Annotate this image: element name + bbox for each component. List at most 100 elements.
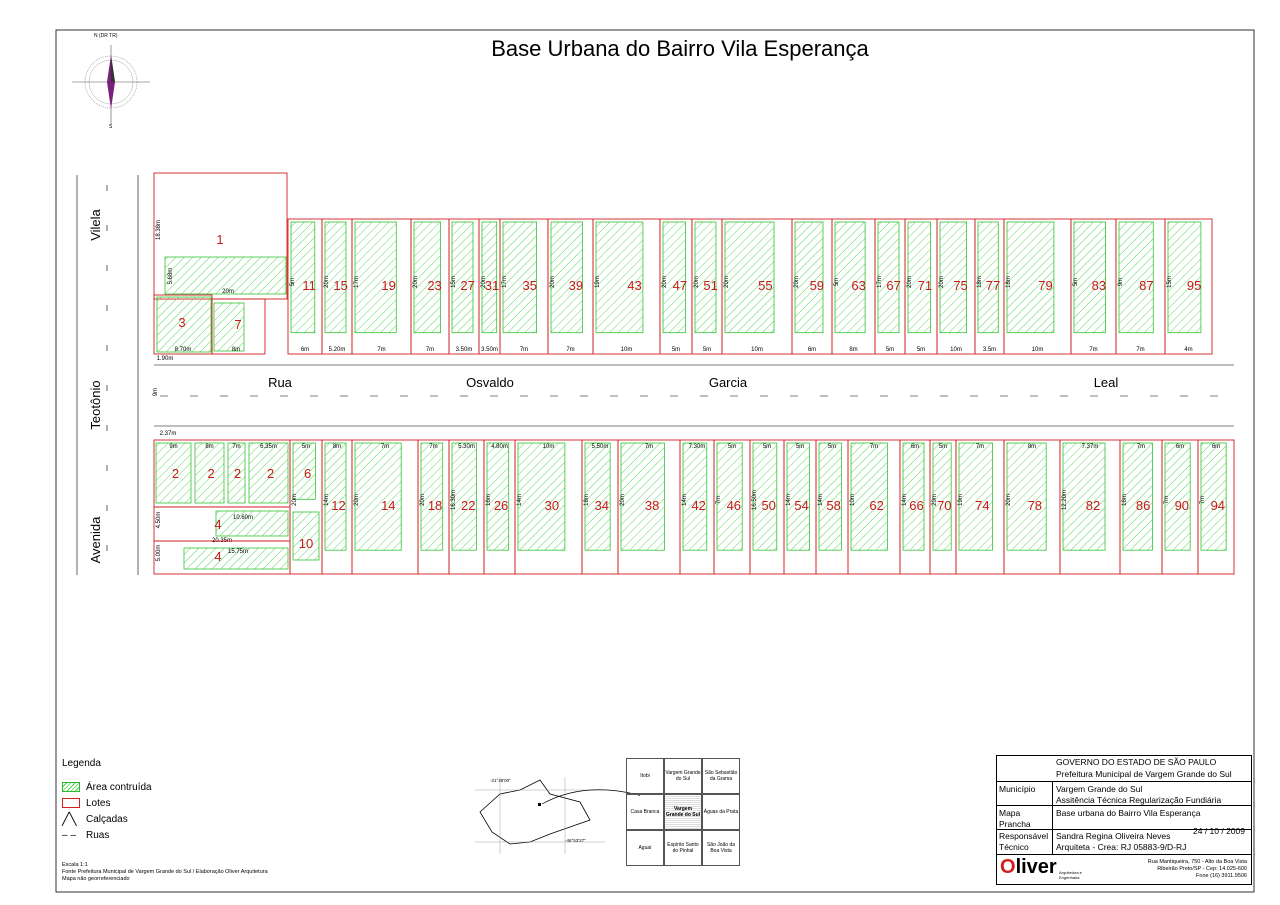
dimension-label: 20m (324, 276, 330, 288)
dimension-label: 20m (420, 494, 426, 506)
dimension-label: 7.30m (689, 444, 706, 450)
built-area (818, 442, 842, 551)
built-area (517, 442, 566, 551)
dimension-label: 18.38m (156, 220, 162, 240)
dimension-label: 7m (1136, 347, 1144, 353)
dimension-label: 5m (763, 444, 771, 450)
dimension-label: 16m (486, 494, 492, 506)
dimension-label: 20m (662, 276, 668, 288)
built-area (481, 221, 498, 334)
lot-number: 15 (333, 278, 347, 293)
dimension-label: 10m (1032, 347, 1044, 353)
lot-number: 35 (523, 278, 537, 293)
lot-outline (1197, 439, 1235, 575)
legend-item-area: Área contruída (62, 779, 152, 795)
lot-number: 95 (1187, 278, 1201, 293)
dimension-label: 20m (413, 276, 419, 288)
lot-number: 12 (331, 498, 345, 513)
dimension-label: 7m (1200, 496, 1206, 504)
dimension-label: 5m (796, 444, 804, 450)
built-area (1062, 442, 1106, 551)
dimension-label: 5m (886, 347, 894, 353)
map-notes: Escala 1:1 Fonte Prefeitura Municipal de… (62, 862, 268, 882)
dimension-label: 17m (877, 276, 883, 288)
lot-number: 54 (794, 498, 808, 513)
built-area (850, 442, 888, 551)
lot-number: 2 (208, 466, 215, 481)
lot-number: 63 (851, 278, 865, 293)
dimension-label: 5m (302, 444, 310, 450)
built-area (584, 442, 611, 551)
built-area (1122, 442, 1153, 551)
resp-value: Sandra Regina Oliveira Neves (1056, 831, 1171, 841)
lot-number: 74 (975, 498, 989, 513)
built-area (183, 547, 289, 570)
dimension-label: 20m (694, 276, 700, 288)
lot-swatch-icon (62, 798, 80, 808)
dimension-label: 5m (939, 444, 947, 450)
dimension-label: 7m (645, 444, 653, 450)
dimension-label: 8m (205, 444, 213, 450)
dimension-label: 16.30m (451, 490, 457, 510)
built-area (902, 442, 925, 551)
built-area (248, 442, 289, 504)
dimension-label: 5m (1073, 278, 1079, 286)
dimension-label: 15m (1167, 276, 1173, 288)
dimension-label: 9m (169, 444, 177, 450)
lot-outline (211, 298, 266, 355)
lot-number: 14 (381, 498, 395, 513)
built-area (1167, 221, 1202, 334)
built-area (620, 442, 665, 551)
gov-name: GOVERNO DO ESTADO DE SÃO PAULO (1056, 757, 1217, 767)
legend-item-lots: Lotes (62, 795, 152, 811)
lot-number: 7 (234, 317, 241, 332)
built-area (716, 442, 743, 551)
built-area (662, 221, 686, 334)
lot-number: 11 (302, 278, 316, 293)
lot-number: 19 (381, 278, 395, 293)
lot-number: 50 (761, 498, 775, 513)
legend-heading: Legenda (62, 758, 101, 769)
built-area (354, 221, 397, 334)
lot-number: 26 (494, 498, 508, 513)
street-name: Avenida (88, 516, 103, 564)
dimension-label: 14m (902, 494, 908, 506)
dimension-label: 20m (550, 276, 556, 288)
lot-number: 58 (826, 498, 840, 513)
lot-number: 43 (627, 278, 641, 293)
built-area (324, 442, 347, 551)
dimension-label: 7m (232, 444, 240, 450)
dimension-label: 6m (1176, 444, 1184, 450)
built-area (907, 221, 931, 334)
dimension-label: 20m (794, 276, 800, 288)
lot-number: 90 (1175, 498, 1189, 513)
compass-rose-icon (72, 45, 150, 125)
dimension-label: 18m (977, 276, 983, 288)
street-name: Teotônio (88, 380, 103, 429)
built-area (1073, 221, 1106, 334)
dimension-label: 6m (911, 444, 919, 450)
dimension-label: 7m (426, 347, 434, 353)
dimension-label: 5m (672, 347, 680, 353)
lot-outline (1164, 218, 1213, 355)
lot-number: 34 (595, 498, 609, 513)
dimension-label: 6m (1212, 444, 1220, 450)
lot-number: 77 (986, 278, 1000, 293)
dimension-label: 8m (1028, 444, 1036, 450)
built-area (752, 442, 778, 551)
built-area (451, 442, 477, 551)
built-area (451, 221, 474, 334)
dimension-label: 5.68m (168, 268, 174, 285)
dimension-label: 10m (621, 347, 633, 353)
dimension-label: 3.50m (481, 347, 498, 353)
dimension-label: 19m (595, 276, 601, 288)
prefeitura-name: Prefeitura Municipal de Vargem Grande do… (1056, 769, 1232, 779)
built-area (413, 221, 442, 334)
tec-value: Arquiteta - Crea: RJ 05883-9/D-RJ (1056, 842, 1187, 852)
street-name: Osvaldo (466, 375, 514, 390)
built-area (877, 221, 900, 334)
title-block: GOVERNO DO ESTADO DE SÃO PAULO Prefeitur… (996, 755, 1252, 885)
dimension-label: 20m (222, 289, 234, 295)
built-area (213, 302, 245, 352)
page-title: Base Urbana do Bairro Vila Esperança (491, 36, 869, 61)
